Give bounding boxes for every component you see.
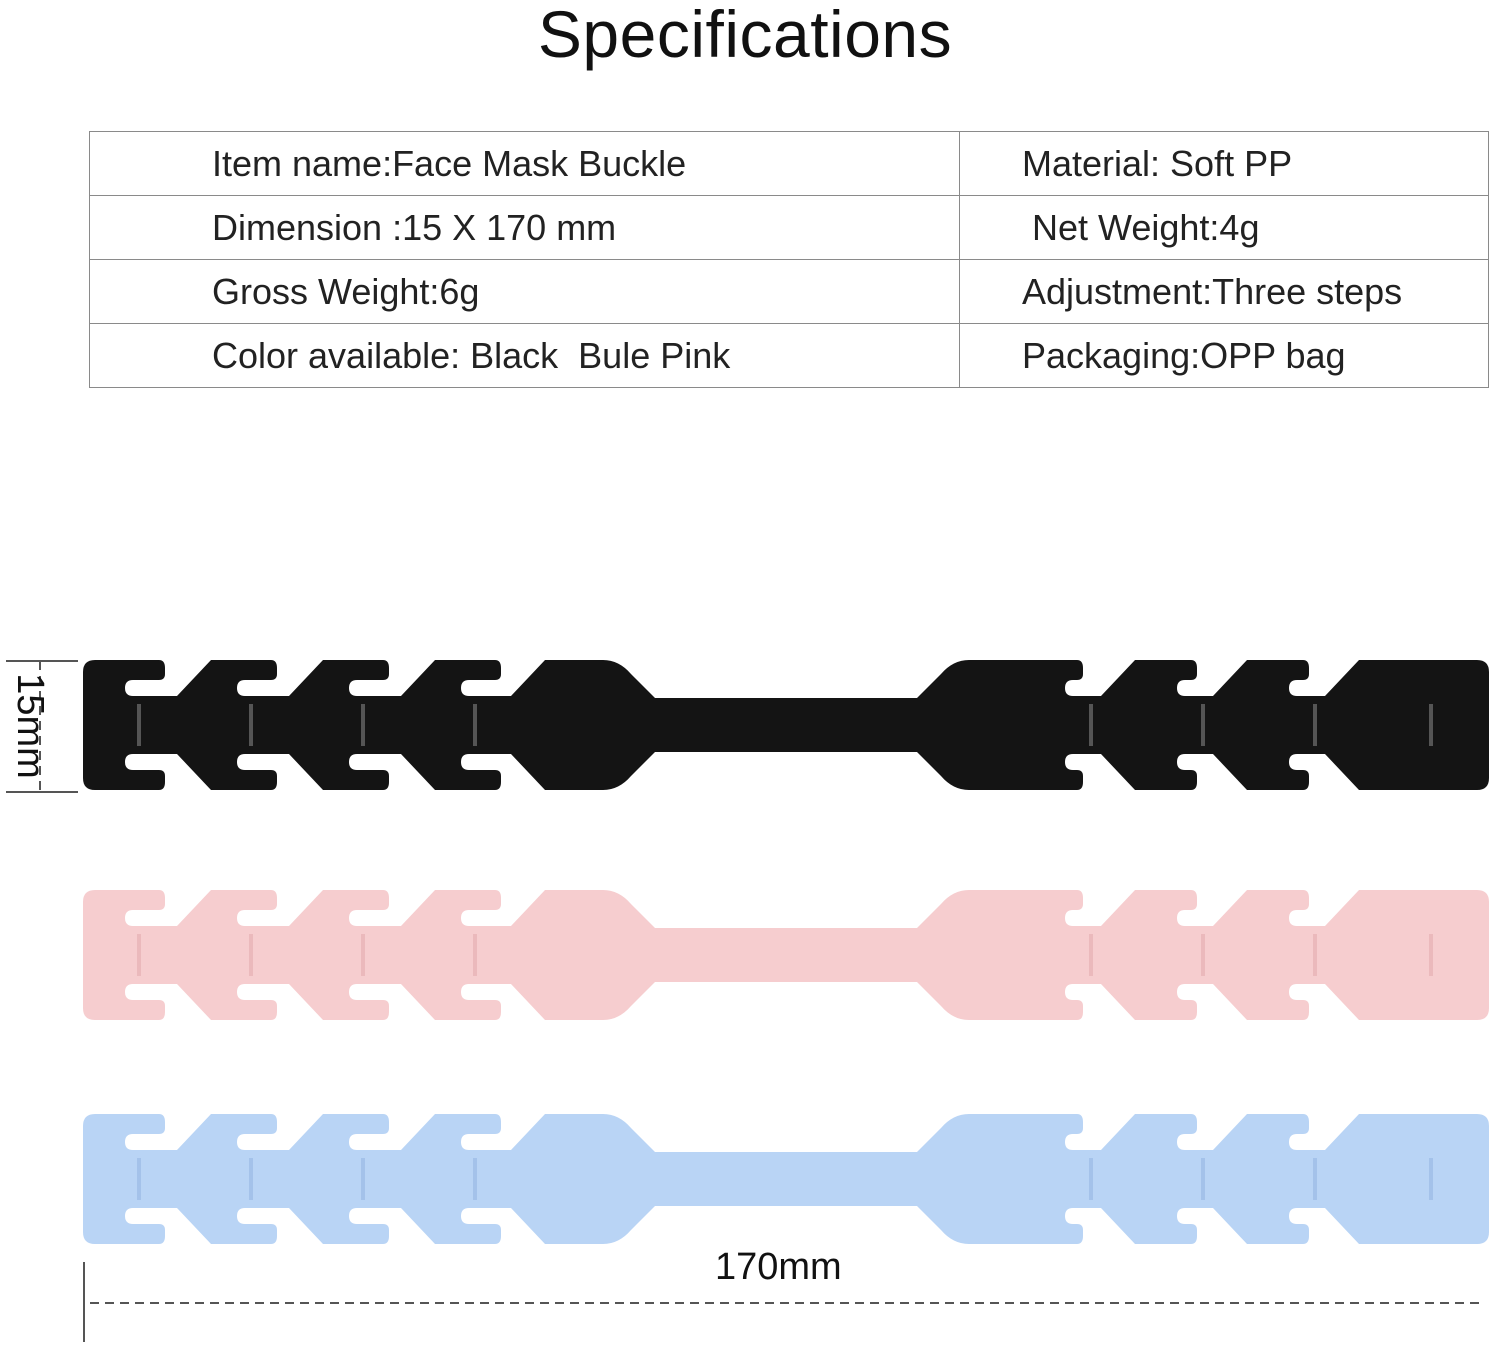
strap-step-mark xyxy=(1429,934,1433,976)
table-row: Dimension :15 X 170 mm Net Weight:4g xyxy=(89,195,1489,260)
strap-step-mark xyxy=(473,704,477,746)
strap-step-mark xyxy=(1313,704,1317,746)
strap-body xyxy=(83,660,1489,790)
table-row: Item name:Face Mask Buckle Material: Sof… xyxy=(89,131,1489,196)
strap-step-mark xyxy=(137,1158,141,1200)
spec-cell: Packaging:OPP bag xyxy=(959,323,1489,388)
strap-step-mark xyxy=(473,1158,477,1200)
strap-body xyxy=(83,890,1489,1020)
strap-step-mark xyxy=(361,1158,365,1200)
spec-cell: Dimension :15 X 170 mm xyxy=(89,195,960,260)
strap-step-mark xyxy=(249,704,253,746)
table-row: Gross Weight:6g Adjustment:Three steps xyxy=(89,259,1489,324)
table-row: Color available: Black Bule Pink Packagi… xyxy=(89,323,1489,388)
width-dimension-label: 170mm xyxy=(715,1246,842,1288)
strap-step-mark xyxy=(361,934,365,976)
strap-step-mark xyxy=(1201,934,1205,976)
spec-cell: Color available: Black Bule Pink xyxy=(89,323,960,388)
strap-step-mark xyxy=(249,1158,253,1200)
strap-step-mark xyxy=(137,704,141,746)
blue-mask-buckle xyxy=(83,1114,1489,1244)
strap-step-mark xyxy=(1313,1158,1317,1200)
spec-cell: Gross Weight:6g xyxy=(89,259,960,324)
strap-step-mark xyxy=(1201,704,1205,746)
spec-cell: Item name:Face Mask Buckle xyxy=(89,131,960,196)
strap-step-mark xyxy=(473,934,477,976)
strap-step-mark xyxy=(1313,934,1317,976)
spec-cell: Material: Soft PP xyxy=(959,131,1489,196)
strap-step-mark xyxy=(1201,1158,1205,1200)
strap-step-mark xyxy=(249,934,253,976)
strap-step-mark xyxy=(1429,1158,1433,1200)
strap-step-mark xyxy=(137,934,141,976)
strap-step-mark xyxy=(1089,1158,1093,1200)
black-mask-buckle xyxy=(83,660,1489,790)
height-dimension-label: 15mm xyxy=(9,673,51,779)
pink-mask-buckle xyxy=(83,890,1489,1020)
page-title: Specifications xyxy=(537,0,953,71)
spec-cell: Net Weight:4g xyxy=(959,195,1489,260)
strap-step-mark xyxy=(1089,934,1093,976)
strap-step-mark xyxy=(1429,704,1433,746)
spec-cell: Adjustment:Three steps xyxy=(959,259,1489,324)
strap-step-mark xyxy=(1089,704,1093,746)
strap-step-mark xyxy=(361,704,365,746)
spec-table: Item name:Face Mask Buckle Material: Sof… xyxy=(89,131,1489,388)
strap-body xyxy=(83,1114,1489,1244)
